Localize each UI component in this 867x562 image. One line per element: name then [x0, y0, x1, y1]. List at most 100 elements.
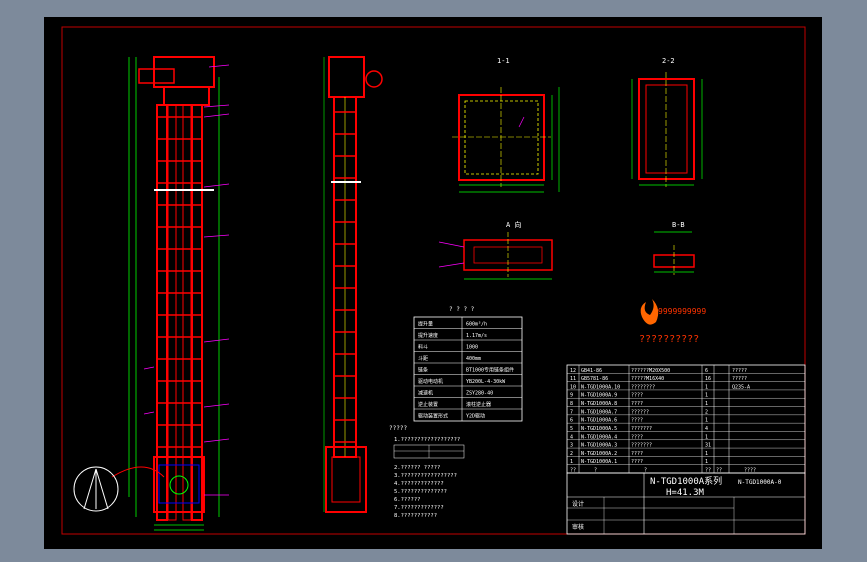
- spec-param: 料斗: [418, 344, 428, 351]
- parts-cell: 4: [570, 434, 573, 440]
- spec-param: 提升速度: [418, 332, 438, 339]
- parts-cell: ????: [631, 418, 643, 424]
- company-logo: 9999999999 ??????????: [639, 299, 706, 345]
- parts-cell: 1: [570, 459, 573, 465]
- title-designer-label: 设计: [572, 500, 584, 508]
- technical-notes: ????? 1.??????????????????2.?????? ?????…: [389, 425, 465, 519]
- parts-cell: 6: [570, 418, 573, 424]
- spec-value: BT1000专用链条组件: [466, 367, 514, 374]
- parts-cell: ????????: [631, 384, 655, 390]
- spec-value: 1.17m/s: [466, 333, 487, 339]
- spec-value: 1000: [466, 345, 478, 351]
- note-line: 5.??????????????: [394, 489, 447, 495]
- parts-cell: 11: [570, 376, 576, 382]
- parts-cell: Q235-A: [732, 384, 750, 390]
- view-b-b: B-B: [653, 221, 695, 275]
- spec-param: 斗距: [418, 356, 428, 362]
- parts-cell: ????: [631, 434, 643, 440]
- parts-cell: N-TGD1000A.2: [581, 451, 617, 457]
- parts-cell: ???????: [631, 443, 652, 449]
- section-1-1-label: 1-1: [497, 57, 510, 65]
- notes-title: ?????: [389, 425, 407, 432]
- drawing-border: [61, 26, 806, 535]
- north-arrow-symbol: [73, 466, 119, 512]
- spec-value: ZSY280-40: [466, 391, 493, 397]
- parts-cell: N-TGD1000A.5: [581, 426, 617, 432]
- title-model-tag: N-TGD1000A-0: [738, 479, 782, 486]
- spec-value: Y2D驱动: [466, 413, 485, 420]
- parts-cell: 1: [705, 393, 708, 399]
- parts-cell: 3: [570, 443, 573, 449]
- parts-header-cell: ????: [744, 468, 756, 474]
- parts-cell: ?????M16X40: [631, 376, 664, 382]
- title-model: N-TGD1000A系列: [650, 475, 722, 487]
- parts-cell: N-TGD1000A.4: [581, 434, 617, 440]
- parts-cell: N-TGD1000A.9: [581, 393, 617, 399]
- parts-header-cell: ??: [716, 468, 722, 474]
- parts-cell: 16: [705, 376, 711, 382]
- parts-cell: 5: [570, 426, 573, 432]
- parts-cell: 31: [705, 443, 711, 449]
- parts-header-cell: ?: [644, 468, 647, 474]
- parts-cell: N-TGD1000A.10: [581, 384, 620, 390]
- parts-cell: 2: [705, 409, 708, 415]
- flame-logo-icon: [640, 299, 659, 325]
- parts-cell: 9: [570, 393, 573, 399]
- parts-header-cell: ??: [570, 468, 576, 474]
- parts-cell: ??????: [631, 409, 649, 415]
- parts-cell: 8: [570, 401, 573, 407]
- view-a-label: A 向: [506, 220, 521, 229]
- parts-cell: 2: [570, 451, 573, 457]
- spec-param: 逆止装置: [418, 401, 438, 408]
- note-line: 4.?????????????: [394, 481, 444, 487]
- note-line: 3.?????????????????: [394, 473, 457, 479]
- front-elevation-view: [111, 56, 230, 531]
- title-checker-label: 审核: [572, 523, 584, 531]
- spec-param: 减速机: [418, 390, 433, 397]
- note-line: 7.?????????????: [394, 505, 444, 511]
- parts-header-cell: ?: [594, 468, 597, 474]
- parts-cell: ?????: [732, 368, 747, 374]
- parts-cell: 12: [570, 368, 576, 374]
- spec-param: 驱动电动机: [418, 378, 443, 385]
- parts-cell: 1: [705, 418, 708, 424]
- spec-param: 链条: [418, 367, 428, 374]
- parts-header-cell: ??: [705, 468, 711, 474]
- parts-cell: N-TGD1000A.8: [581, 401, 617, 407]
- cad-drawing: 1-1 2-2 A 向 B-B: [61, 26, 806, 535]
- logo-subtitle: ??????????: [639, 334, 699, 345]
- parts-cell: 1: [705, 384, 708, 390]
- section-2-2-label: 2-2: [662, 57, 675, 65]
- parts-cell: 1: [705, 434, 708, 440]
- parts-cell: ????: [631, 401, 643, 407]
- view-b-label: B-B: [672, 221, 685, 229]
- side-elevation-view: [323, 56, 383, 513]
- parts-cell: 1: [705, 451, 708, 457]
- spec-table-title: ? ? ? ?: [449, 306, 475, 313]
- spec-value: 400mm: [466, 356, 481, 362]
- parts-cell: N-TGD1000A.6: [581, 418, 617, 424]
- spec-value: YB200L-4-30kW: [466, 379, 506, 385]
- parts-cell: 7: [570, 409, 573, 415]
- parts-cell: ?????: [732, 376, 747, 382]
- parts-cell: ???????: [631, 426, 652, 432]
- spec-param: 驱动装置形式: [418, 413, 448, 420]
- parts-cell: GB41-86: [581, 368, 602, 374]
- title-height: H=41.3M: [666, 488, 705, 498]
- parts-cell: 10: [570, 384, 576, 390]
- cad-viewport[interactable]: 1-1 2-2 A 向 B-B: [44, 17, 822, 549]
- spec-value: 滚柱逆止器: [466, 401, 491, 408]
- parts-cell: ????: [631, 451, 643, 457]
- parts-cell: ????: [631, 393, 643, 399]
- section-1-1-view: 1-1: [452, 57, 560, 193]
- parts-cell: ????: [631, 459, 643, 465]
- note-line: 1.??????????????????: [394, 437, 460, 443]
- parts-cell: N-TGD1000A.3: [581, 443, 617, 449]
- parts-cell: 1: [705, 459, 708, 465]
- note-line: 8.???????????: [394, 513, 437, 519]
- parts-cell: 1: [705, 401, 708, 407]
- parts-cell: N-TGD1000A.7: [581, 409, 617, 415]
- section-2-2-view: 2-2: [631, 57, 703, 187]
